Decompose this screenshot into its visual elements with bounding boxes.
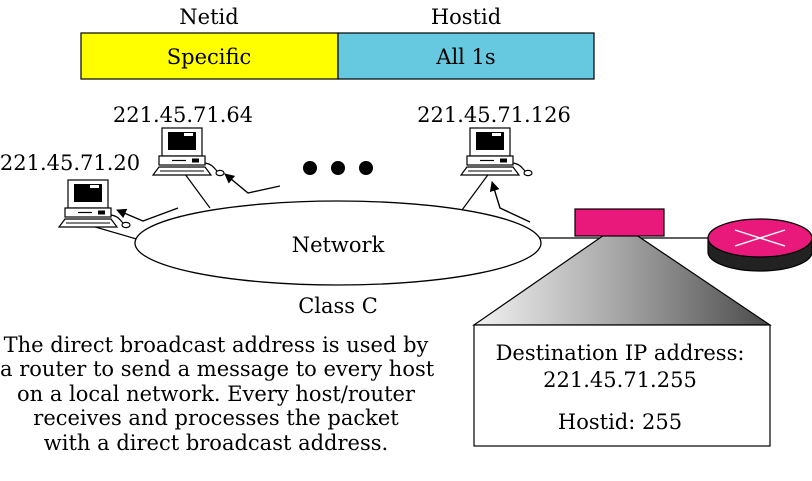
caption-line-4: receives and processes the packet xyxy=(33,406,399,431)
router-icon xyxy=(707,218,812,272)
packet-detail-line-3: Hostid: 255 xyxy=(558,410,682,434)
packet-detail-line-1: Destination IP address: xyxy=(496,341,745,365)
hostid-label: Hostid xyxy=(431,5,501,29)
hostid-value: All 1s xyxy=(435,45,495,69)
caption-line-1: The direct broadcast address is used by xyxy=(3,333,429,357)
class-label: Class C xyxy=(298,294,378,318)
delivery-arrow-2 xyxy=(224,173,281,194)
netid-value: Specific xyxy=(167,45,252,69)
computer-icon xyxy=(460,127,533,177)
host-link-2 xyxy=(181,169,211,209)
packet-detail-box xyxy=(473,324,771,447)
caption-line-5: with a direct broadcast address. xyxy=(43,430,389,455)
host-address-1: 221.45.71.20 xyxy=(0,151,140,175)
network-label: Network xyxy=(292,233,385,257)
network-cloud xyxy=(134,200,542,286)
caption-line-2: a router to send a message to every host xyxy=(0,357,435,382)
host-address-2: 221.45.71.64 xyxy=(113,103,253,127)
ellipsis-dots-icon xyxy=(303,161,373,175)
delivery-arrow-3 xyxy=(489,181,531,223)
netid-field xyxy=(80,32,339,80)
netid-label: Netid xyxy=(179,5,238,29)
computer-icon xyxy=(58,179,131,229)
packet-icon xyxy=(574,208,665,237)
caption-line-3: on a local network. Every host/router xyxy=(17,381,415,406)
computer-icon xyxy=(152,127,225,177)
delivery-arrow-1 xyxy=(116,207,179,222)
hostid-field xyxy=(337,32,595,80)
host-address-3: 221.45.71.126 xyxy=(417,103,571,127)
caption: The direct broadcast address is used by … xyxy=(0,333,435,455)
packet-detail-line-2: 221.45.71.255 xyxy=(543,368,697,392)
host-link-3 xyxy=(461,171,491,211)
